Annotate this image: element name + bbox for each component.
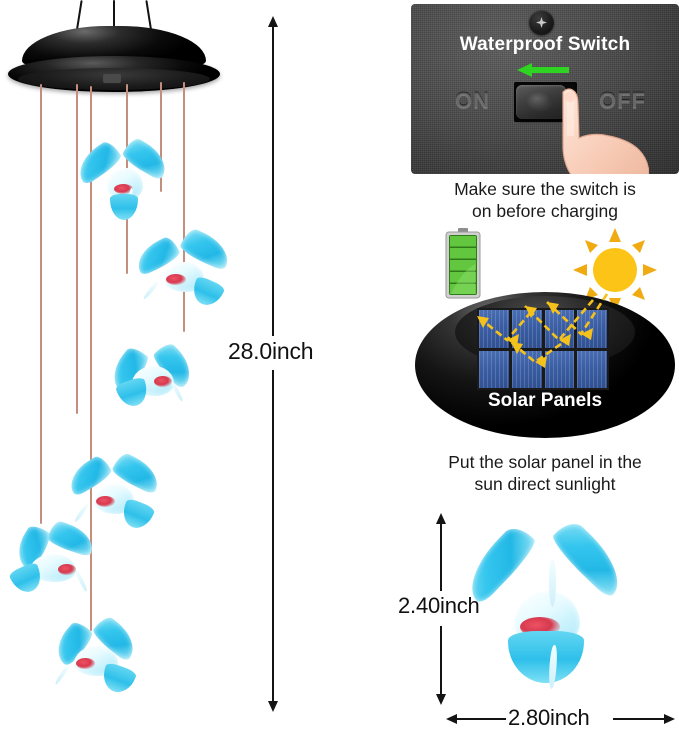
waterproof-switch-photo: Waterproof Switch ON OFF (411, 4, 679, 174)
width-dimension-line-right (613, 718, 665, 720)
green-left-arrow-icon (517, 63, 569, 77)
hanging-cord (113, 0, 115, 42)
bird-tail (110, 194, 138, 220)
solar-cap-assembly (8, 26, 220, 92)
switch-on-label: ON (455, 88, 490, 113)
solar-cell (544, 310, 575, 348)
solar-panels-label: Solar Panels (487, 390, 603, 411)
solar-panel-diagram: Solar Panels (411, 224, 679, 439)
closeup-dimension-line-upper (440, 523, 442, 591)
bird-beak (142, 280, 160, 301)
dimension-line-lower (272, 370, 274, 702)
dimension-arrow-top (268, 16, 278, 27)
switch-caption-line1: Make sure the switch is (454, 179, 636, 199)
solar-caption-line2: sun direct sunlight (474, 474, 616, 494)
dimension-line-upper (272, 26, 274, 336)
hanging-wire (183, 82, 185, 332)
hanging-wire (160, 82, 162, 192)
rocker-switch-dimple[interactable] (526, 92, 553, 111)
solar-caption: Put the solar panel in the sun direct su… (411, 451, 679, 495)
bird-tail (98, 661, 138, 697)
solar-cell (577, 350, 607, 388)
hanging-wire (76, 84, 78, 414)
hummingbird-ornament (48, 602, 148, 706)
bird-throat (58, 564, 76, 575)
closeup-dimension-line-lower (440, 626, 442, 695)
bird-throat (154, 376, 172, 387)
closeup-dimension-arrow-bottom (436, 694, 446, 705)
bird-throat (114, 184, 133, 194)
hanging-wire (90, 86, 92, 631)
hummingbird-ornament (71, 132, 173, 224)
closeup-height-label: 2.40inch (398, 593, 480, 618)
battery-icon (445, 228, 481, 299)
closeup-beak (549, 559, 556, 607)
solar-cell (511, 310, 542, 348)
bird-throat (166, 274, 186, 285)
closeup-dimension-arrow-top (436, 513, 446, 524)
wind-chime-panel: 28.0inch (0, 0, 314, 736)
bird-beak (54, 664, 70, 686)
hummingbird-ornament (131, 222, 235, 314)
hummingbird-ornament (63, 446, 165, 542)
bird-beak (74, 569, 89, 593)
solar-cell (479, 310, 509, 348)
light-sensor (103, 74, 121, 83)
solar-cell (577, 310, 607, 348)
dimension-arrow-bottom (268, 701, 278, 712)
bird-throat (76, 658, 95, 669)
bird-throat (96, 496, 115, 507)
solar-cell (544, 350, 575, 388)
solar-caption-line1: Put the solar panel in the (448, 452, 642, 472)
switch-caption: Make sure the switch is on before chargi… (411, 178, 679, 222)
closeup-width-label: 2.80inch (508, 705, 590, 730)
solar-cell-grid (477, 308, 609, 390)
pointing-hand-icon (562, 88, 649, 174)
switch-caption-line2: on before charging (472, 201, 618, 221)
closeup-wing-right (548, 516, 633, 600)
hummingbird-closeup (452, 505, 642, 695)
width-dimension-arrow-right (664, 714, 675, 724)
hummingbird-ornament (104, 318, 200, 416)
hummingbird-ornament (6, 508, 106, 608)
width-dimension-line-left (456, 718, 506, 720)
solar-cell (479, 350, 509, 388)
wing-right (46, 519, 98, 558)
closeup-tail (508, 631, 584, 683)
switch-off-label: OFF (599, 88, 646, 113)
hanging-wire (40, 84, 42, 524)
screw-head-icon (536, 17, 547, 28)
solar-cell (511, 350, 542, 388)
width-dimension-arrow-left (446, 714, 457, 724)
height-dimension-label: 28.0inch (228, 338, 314, 364)
switch-title: Waterproof Switch (459, 34, 631, 55)
